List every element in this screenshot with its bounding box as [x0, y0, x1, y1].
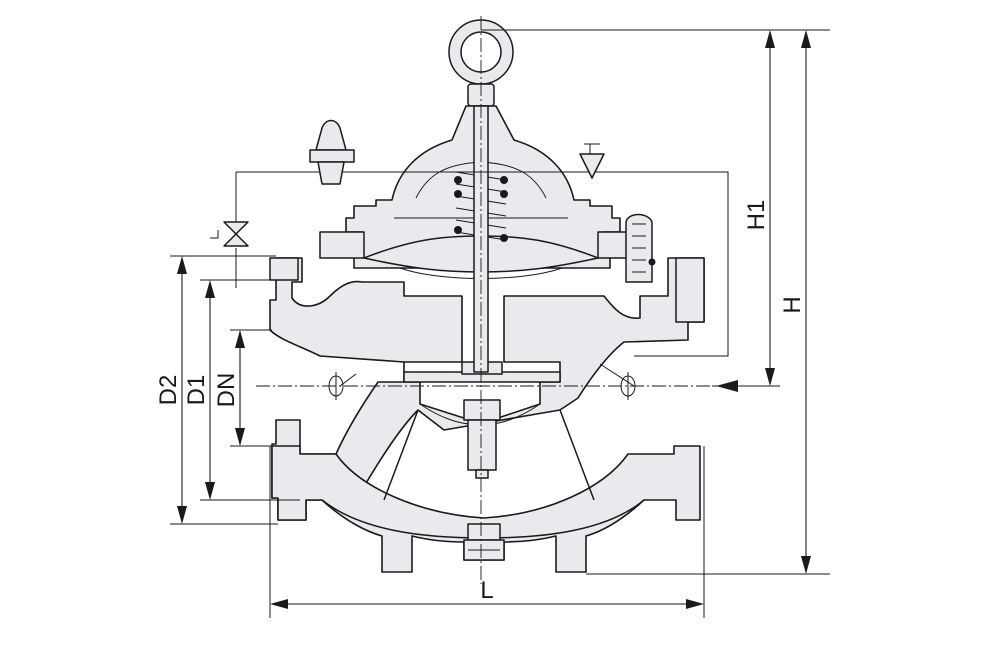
- dimension-h1: H1: [712, 30, 780, 392]
- inlet-flange-top: [269, 257, 299, 281]
- dimension-dn: DN: [213, 329, 274, 447]
- dimension-h1-label: H1: [743, 200, 770, 231]
- dimension-d1-label: D1: [183, 375, 210, 406]
- pilot-valve-icon: [625, 213, 656, 283]
- dimension-d2: D2: [155, 255, 278, 525]
- flow-direction-icon: [579, 143, 605, 179]
- needle-valve-icon: [210, 221, 249, 247]
- dimension-dn-label: DN: [213, 373, 240, 408]
- valve-disc: [403, 361, 561, 479]
- valve-body: [269, 257, 705, 521]
- dimension-d1: D1: [183, 279, 300, 501]
- cover-flange-left: [319, 231, 365, 259]
- outlet-flange: [675, 257, 705, 323]
- drain-plug: [463, 523, 505, 561]
- air-release-valve-icon: [309, 119, 355, 185]
- dimension-h: H: [481, 29, 830, 575]
- dimension-h-label: H: [779, 296, 806, 313]
- dimension-l: L: [269, 446, 705, 618]
- dimension-l-label: L: [480, 577, 493, 604]
- dimension-d2-label: D2: [155, 375, 182, 406]
